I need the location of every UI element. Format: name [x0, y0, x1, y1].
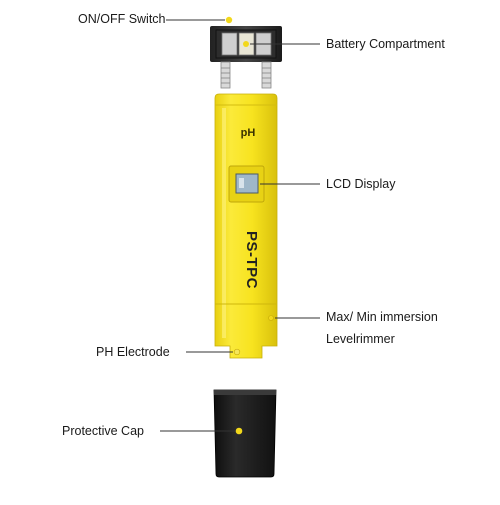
battery-marker-dot: [243, 41, 249, 47]
meter-body: pH PS-TPC: [214, 93, 278, 359]
leader-lines: [160, 19, 320, 432]
lcd-display-label: LCD Display: [326, 177, 396, 191]
ph-electrode-label: PH Electrode: [96, 345, 170, 359]
model-text: pH: [241, 127, 256, 139]
immersion-marker-dot: [268, 315, 274, 321]
immersion-level-label-line2: Levelrimmer: [326, 332, 395, 346]
battery-compartment: [210, 16, 282, 89]
battery-contacts: [220, 61, 272, 89]
protective-cap: [213, 389, 277, 478]
protective-cap-label: Protective Cap: [62, 424, 144, 438]
battery-cell: [221, 32, 238, 56]
electrode-marker-dot: [233, 348, 241, 356]
immersion-level-label-line1: Max/ Min immersion: [326, 310, 438, 324]
cap-marker-dot: [235, 427, 243, 435]
on-off-switch-label: ON/OFF Switch: [78, 12, 166, 26]
battery-compartment-label: Battery Compartment: [326, 37, 445, 51]
switch-marker-dot: [225, 16, 233, 24]
brand-text: PS-TPC: [243, 231, 260, 289]
